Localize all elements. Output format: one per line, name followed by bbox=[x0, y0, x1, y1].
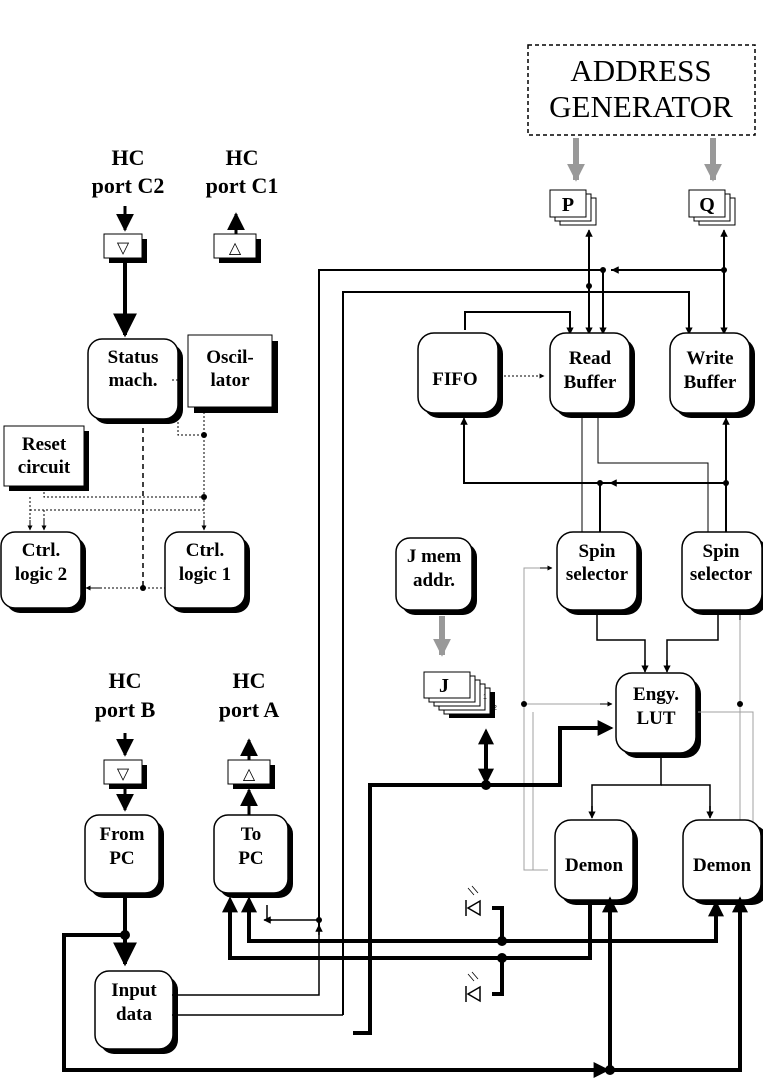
ctrl-logic-1-label-2: logic 1 bbox=[179, 564, 231, 585]
j-mem-addr-block: J mem addr. bbox=[395, 537, 477, 615]
from-pc-block: From PC bbox=[84, 814, 164, 898]
fifo-label: FIFO bbox=[432, 369, 477, 390]
spin-to-lut-wires bbox=[596, 612, 719, 668]
register-q-label: Q bbox=[699, 194, 715, 216]
port-c2-glyph: ▽ bbox=[117, 240, 130, 257]
hc-port-c1-label-2: port C1 bbox=[206, 173, 279, 198]
spin-selector-1-label-2: selector bbox=[566, 564, 629, 585]
read-buffer-label-1: Read bbox=[569, 348, 612, 369]
to-pc-label-2: PC bbox=[238, 848, 263, 869]
spin-selector-2-block: Spin selector bbox=[681, 531, 763, 615]
energy-lut-label-1: Engy. bbox=[633, 684, 679, 705]
spin-selector-2-label-1: Spin bbox=[703, 541, 740, 562]
to-pc-label-1: To bbox=[241, 824, 261, 845]
hc-port-c1-label-1: HC bbox=[226, 145, 259, 170]
demon-2-label: Demon bbox=[693, 855, 751, 876]
spin-selector-1-label-1: Spin bbox=[579, 541, 616, 562]
input-data-wires bbox=[172, 930, 343, 1016]
port-b-glyph: ▽ bbox=[117, 766, 130, 783]
hc-port-a-label-1: HC bbox=[233, 668, 266, 693]
reset-circuit-label-1: Reset bbox=[22, 434, 67, 455]
hc-port-c2-label-1: HC bbox=[112, 145, 145, 170]
write-buffer-label-1: Write bbox=[686, 348, 733, 369]
register-j-index-2: 2 bbox=[493, 705, 497, 712]
ctrl-logic-2-label-2: logic 2 bbox=[15, 564, 67, 585]
hc-port-b-label-2: port B bbox=[95, 697, 156, 722]
status-machine-label-1: Status bbox=[108, 347, 159, 368]
address-generator-label-2: GENERATOR bbox=[549, 89, 733, 124]
ctrl-logic-2-label-1: Ctrl. bbox=[22, 540, 61, 561]
j-mem-addr-label-2: addr. bbox=[413, 570, 455, 591]
to-pc-thin-wires bbox=[266, 905, 319, 921]
hc-port-a: HC port A △ bbox=[219, 668, 280, 789]
write-buffer-block: Write Buffer bbox=[669, 332, 755, 418]
hc-port-a-label-2: port A bbox=[219, 697, 280, 722]
register-j-index-1: 1 bbox=[483, 694, 487, 701]
register-j-stack: J 1 2 bbox=[423, 671, 497, 718]
status-machine-block: Status mach. bbox=[87, 338, 183, 424]
energy-lut-label-2: LUT bbox=[636, 708, 675, 729]
ctrl-logic-1-block: Ctrl. logic 1 bbox=[164, 531, 250, 613]
reset-circuit-block: Reset circuit bbox=[3, 425, 89, 491]
status-machine-label-2: mach. bbox=[108, 370, 157, 391]
reset-circuit-label-2: circuit bbox=[18, 457, 71, 478]
mid-bus bbox=[463, 420, 727, 535]
register-p-label: P bbox=[562, 194, 574, 216]
fifo-block: FIFO bbox=[417, 332, 503, 418]
register-j-label: J bbox=[439, 675, 449, 697]
from-pc-label-2: PC bbox=[109, 848, 134, 869]
register-q: Q bbox=[688, 189, 736, 226]
hc-port-b: HC port B ▽ bbox=[95, 668, 156, 789]
led-icon bbox=[465, 885, 504, 941]
oscillator-block: Oscil- lator bbox=[187, 334, 278, 413]
demon-1-label: Demon bbox=[565, 855, 623, 876]
input-data-label-1: Input bbox=[111, 980, 157, 1001]
port-a-glyph: △ bbox=[243, 766, 256, 783]
address-generator-label-1: ADDRESS bbox=[570, 53, 711, 88]
energy-lut-block: Engy. LUT bbox=[615, 672, 701, 758]
hc-port-c1: HC port C1 △ bbox=[206, 145, 279, 263]
register-p: P bbox=[549, 189, 597, 226]
demon-2-block: Demon bbox=[682, 819, 763, 905]
hc-port-b-label-1: HC bbox=[109, 668, 142, 693]
spin-selector-1-block: Spin selector bbox=[556, 531, 642, 615]
read-buffer-block: Read Buffer bbox=[549, 332, 635, 418]
outer-loop-bus bbox=[62, 900, 742, 1072]
to-pc-buses bbox=[228, 900, 718, 960]
demon-1-block: Demon bbox=[554, 819, 638, 905]
address-generator: ADDRESS GENERATOR bbox=[527, 44, 756, 136]
read-buffer-label-2: Buffer bbox=[564, 372, 617, 393]
port-c1-glyph: △ bbox=[229, 240, 242, 257]
input-data-block: Input data bbox=[94, 970, 178, 1054]
thin-buffer-wires bbox=[581, 415, 709, 535]
hc-port-c2: HC port C2 ▽ bbox=[92, 145, 165, 263]
input-data-label-2: data bbox=[116, 1004, 152, 1025]
hc-port-c2-label-2: port C2 bbox=[92, 173, 165, 198]
write-buffer-label-2: Buffer bbox=[684, 372, 737, 393]
j-mem-addr-label-1: J mem bbox=[407, 546, 462, 567]
to-pc-block: To PC bbox=[213, 814, 293, 898]
oscillator-label-2: lator bbox=[210, 370, 250, 391]
oscillator-label-1: Oscil- bbox=[206, 347, 254, 368]
pq-bus bbox=[318, 232, 725, 1015]
ctrl-logic-1-label-1: Ctrl. bbox=[186, 540, 225, 561]
ctrl-logic-2-block: Ctrl. logic 2 bbox=[0, 531, 86, 613]
lut-to-demons-wires bbox=[591, 756, 711, 815]
led-icon bbox=[465, 958, 504, 1003]
spin-selector-2-label-2: selector bbox=[690, 564, 753, 585]
from-pc-label-1: From bbox=[99, 824, 144, 845]
